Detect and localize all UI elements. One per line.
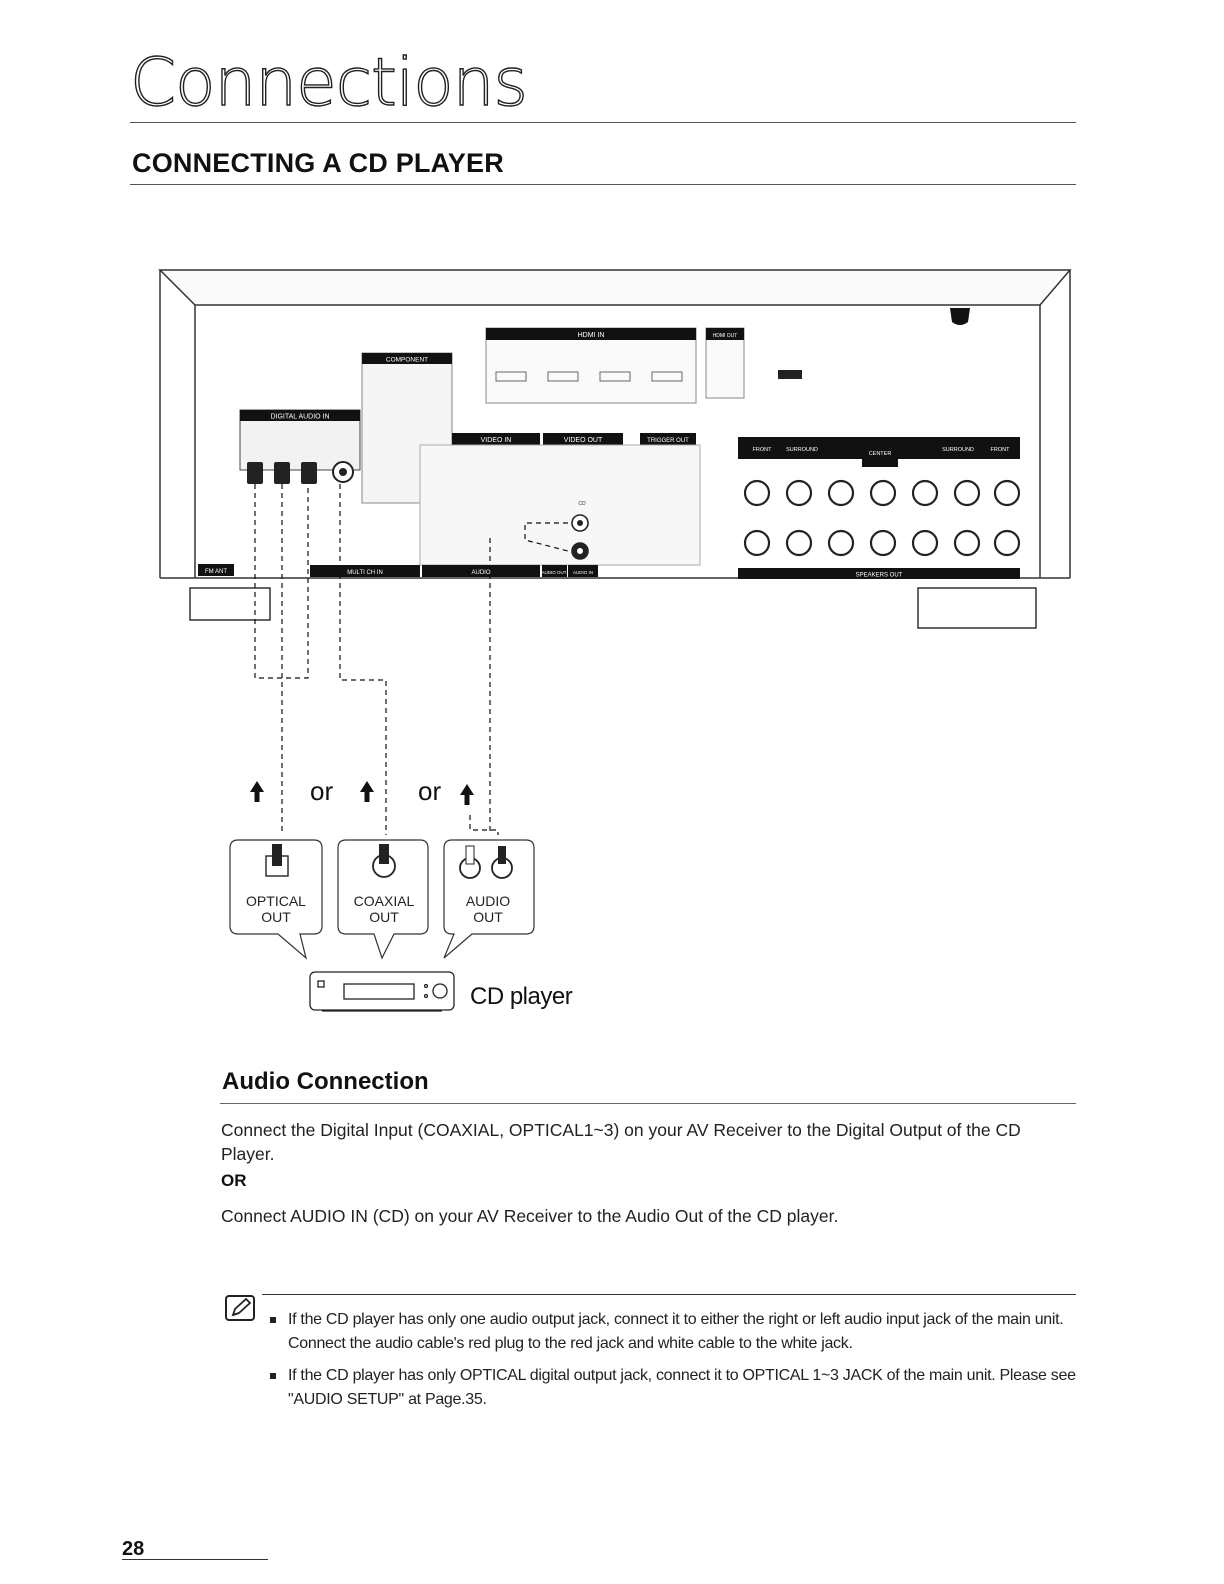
arrow-up-icon (360, 781, 374, 802)
hdmi-out-port (778, 370, 802, 379)
audio-connection-paragraph-1: Connect the Digital Input (COAXIAL, OPTI… (221, 1120, 1021, 1164)
section-title: Connections (129, 44, 528, 121)
video-panel: VIDEO IN VIDEO OUT TRIGGER OUT (419, 433, 701, 566)
coaxial-out-line2: OUT (369, 909, 399, 925)
page-number-rule (122, 1559, 268, 1560)
audio-connection-paragraph-2: Connect AUDIO IN (CD) on your AV Receive… (221, 1206, 839, 1226)
speaker-front-left-label: FRONT (753, 447, 773, 453)
speaker-terminals (743, 479, 1021, 557)
trigger-out-label: TRIGGER OUT (647, 438, 689, 444)
component-label: COMPONENT (386, 357, 428, 364)
subsection-title: CONNECTING A CD PLAYER (132, 148, 504, 178)
hdmi-in-panel: HDMI IN HDMI OUT (485, 327, 802, 404)
note-item: If the CD player has only one audio outp… (270, 1308, 1080, 1356)
audio-connection-heading: Audio Connection (222, 1068, 429, 1095)
upward-arrows (250, 781, 474, 805)
cd-player-icon (309, 971, 455, 1012)
subsection-divider (130, 184, 1076, 185)
speaker-surround-left-label: SURROUND (786, 447, 818, 453)
note-list: If the CD player has only one audio outp… (270, 1308, 1080, 1420)
or-label-2: or (418, 776, 441, 806)
receiver-back-panel (158, 269, 1072, 629)
fm-ant-label: FM ANT (205, 569, 227, 575)
speakers-out-label: SPEAKERS OUT (856, 573, 903, 579)
or-label-1: or (310, 776, 333, 806)
coaxial-out-line1: COAXIAL (354, 893, 415, 909)
lower-panel-labels: FM ANT MULTI CH IN AUDIO AUDIO OUT AUDIO… (198, 564, 598, 577)
audio-in-cd-jacks: CD (571, 501, 589, 560)
hdmi-out-label: HDMI OUT (713, 333, 738, 339)
arrow-up-icon (460, 784, 474, 805)
title-divider (130, 122, 1076, 123)
hdmi-ports (495, 371, 683, 382)
audio-out-label: AUDIO OUT (541, 570, 566, 575)
hdmi-in-label: HDMI IN (578, 332, 605, 339)
multi-ch-in-label: MULTI CH IN (347, 570, 383, 576)
audio-out-callout: AUDIO OUT (443, 839, 535, 959)
cd-jack-label: CD (578, 501, 586, 507)
speaker-surround-right-label: SURROUND (942, 447, 974, 453)
speaker-center-label: CENTER (869, 451, 892, 457)
speakers-out-panel: FRONT SURROUND CENTER SURROUND FRONT SPE… (738, 437, 1021, 579)
audio-connection-divider (220, 1103, 1076, 1104)
note-divider (262, 1294, 1076, 1295)
optical-out-line1: OPTICAL (246, 893, 306, 909)
cable-paths (254, 484, 569, 835)
audio-label: AUDIO (471, 570, 490, 576)
audio-connection-or: OR (221, 1171, 247, 1190)
diagram-svg: DIGITAL AUDIO IN COMPONENT HDMI IN (158, 269, 1072, 1012)
audio-in-label: AUDIO IN (573, 570, 593, 575)
connection-diagram: DIGITAL AUDIO IN COMPONENT HDMI IN (150, 260, 1080, 1030)
digital-audio-in-panel: DIGITAL AUDIO IN (239, 409, 361, 484)
page-number: 28 (122, 1538, 145, 1560)
speaker-front-right-label: FRONT (991, 447, 1011, 453)
note-item: If the CD player has only OPTICAL digita… (270, 1364, 1080, 1412)
audio-out-line2: OUT (473, 909, 503, 925)
optical-out-callout: OPTICAL OUT (229, 839, 323, 960)
digital-audio-in-label: DIGITAL AUDIO IN (270, 414, 329, 421)
audio-out-line1: AUDIO (466, 893, 510, 909)
coaxial-out-callout: COAXIAL OUT (337, 839, 429, 960)
optical-jacks (247, 462, 317, 484)
video-in-label: VIDEO IN (481, 437, 512, 444)
cd-player-label: CD player (470, 983, 573, 1010)
arrow-up-icon (250, 781, 264, 802)
video-out-label: VIDEO OUT (564, 437, 603, 444)
optical-out-line2: OUT (261, 909, 291, 925)
note-pencil-icon (225, 1295, 255, 1321)
